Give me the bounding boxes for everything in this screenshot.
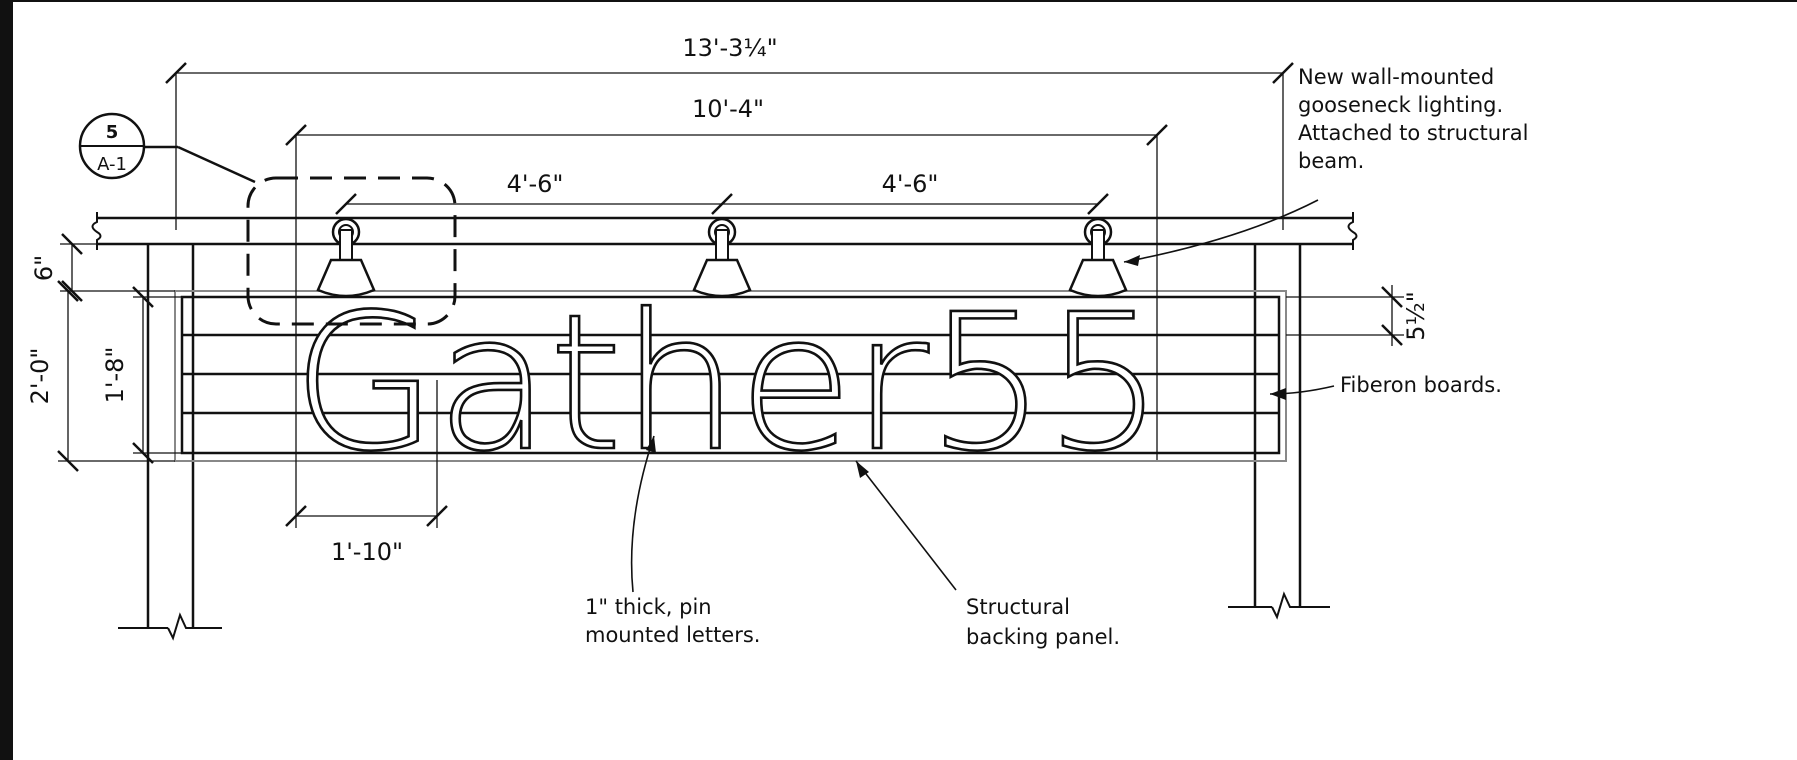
callout-sheet: A-1	[97, 154, 127, 175]
detail-cloud	[246, 176, 457, 326]
note-letters-line-2: mounted letters.	[585, 623, 760, 647]
dim-light-spacing-right-label: 4'-6"	[882, 170, 939, 198]
gooseneck-light-right	[1068, 217, 1128, 298]
dim-overall-width: 13'-3¼"	[165, 34, 1294, 230]
note-boards: Fiberon boards.	[1269, 373, 1502, 400]
dim-sign-width-label: 10'-4"	[692, 95, 764, 123]
dim-board-width: 5½"	[1286, 285, 1430, 346]
note-backing-line-1: Structural	[966, 595, 1070, 619]
dim-letter-width-label: 1'-10"	[331, 538, 403, 566]
note-backing: Structural backing panel.	[855, 460, 1120, 649]
note-lighting: New wall-mounted gooseneck lighting. Att…	[1123, 65, 1528, 266]
callout-number: 5	[106, 122, 119, 143]
dim-board-height: 1'-8"	[101, 286, 182, 464]
dim-panel-height-label: 2'-0"	[26, 348, 54, 405]
dim-sign-width: 10'-4"	[285, 95, 1168, 528]
dim-beam-depth-label: 6"	[30, 255, 58, 281]
note-lighting-line-2: gooseneck lighting.	[1298, 93, 1503, 117]
note-lighting-line-4: beam.	[1298, 149, 1364, 173]
callout-leader-diag	[177, 145, 256, 184]
note-boards-text: Fiberon boards.	[1340, 373, 1502, 397]
note-letters: 1" thick, pin mounted letters.	[585, 435, 760, 647]
gooseneck-light-left	[316, 217, 376, 298]
dim-letter-width: 1'-10"	[285, 380, 448, 566]
gooseneck-light-center	[692, 217, 752, 298]
note-letters-line-1: 1" thick, pin	[585, 595, 712, 619]
dim-panel-height: 2'-0"	[26, 280, 175, 472]
note-lighting-line-3: Attached to structural	[1298, 121, 1528, 145]
detail-callout-bubble: 5 A-1	[78, 112, 146, 180]
fiberon-boards	[182, 333, 1279, 415]
note-lighting-line-1: New wall-mounted	[1298, 65, 1494, 89]
dim-board-height-label: 1'-8"	[101, 347, 129, 404]
dim-light-spacing-left-label: 4'-6"	[507, 170, 564, 198]
dim-overall-width-label: 13'-3¼"	[682, 34, 777, 62]
dim-beam-depth: 6"	[30, 233, 175, 302]
dim-light-spacing: 4'-6" 4'-6"	[335, 170, 1109, 215]
post-right	[1228, 244, 1330, 620]
sheet-border	[0, 0, 13, 760]
sign-letters: Gather55	[292, 274, 1162, 493]
post-left	[118, 244, 222, 641]
dim-board-width-label: 5½"	[1402, 291, 1430, 341]
note-backing-line-2: backing panel.	[966, 625, 1120, 649]
